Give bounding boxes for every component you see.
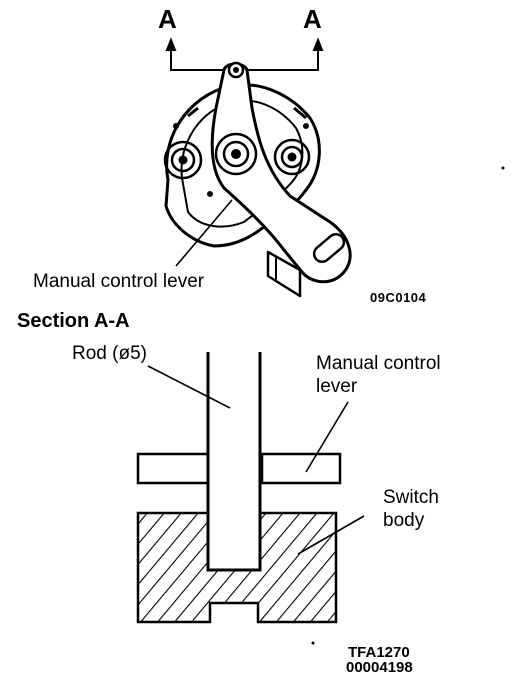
- manual-control-lever-section: [136, 452, 342, 485]
- manual-control-lever-top: [210, 61, 352, 298]
- label-manual-control-lever-line1: Manual control: [316, 353, 441, 374]
- figure-code-top: 09C0104: [370, 290, 427, 305]
- switch-housing-top: [163, 83, 321, 248]
- section-mark-left: A: [158, 4, 177, 34]
- leaders-section: [147, 365, 365, 555]
- label-switch-body-line1: Switch: [383, 487, 439, 508]
- figure-code-2: 00004198: [346, 659, 413, 676]
- section-title: Section A-A: [17, 310, 130, 332]
- label-rod: Rod (ø5): [72, 343, 147, 364]
- leader-lever-top: [175, 199, 233, 267]
- rod-section: [206, 352, 262, 572]
- drawing-specks: [311, 166, 505, 645]
- label-switch-body-line2: body: [383, 510, 425, 531]
- label-manual-control-lever-line2: lever: [316, 376, 358, 397]
- label-manual-control-lever-top: Manual control lever: [33, 271, 205, 292]
- figure-code-1: TFA1270: [348, 644, 410, 661]
- section-mark-right: A: [303, 4, 322, 34]
